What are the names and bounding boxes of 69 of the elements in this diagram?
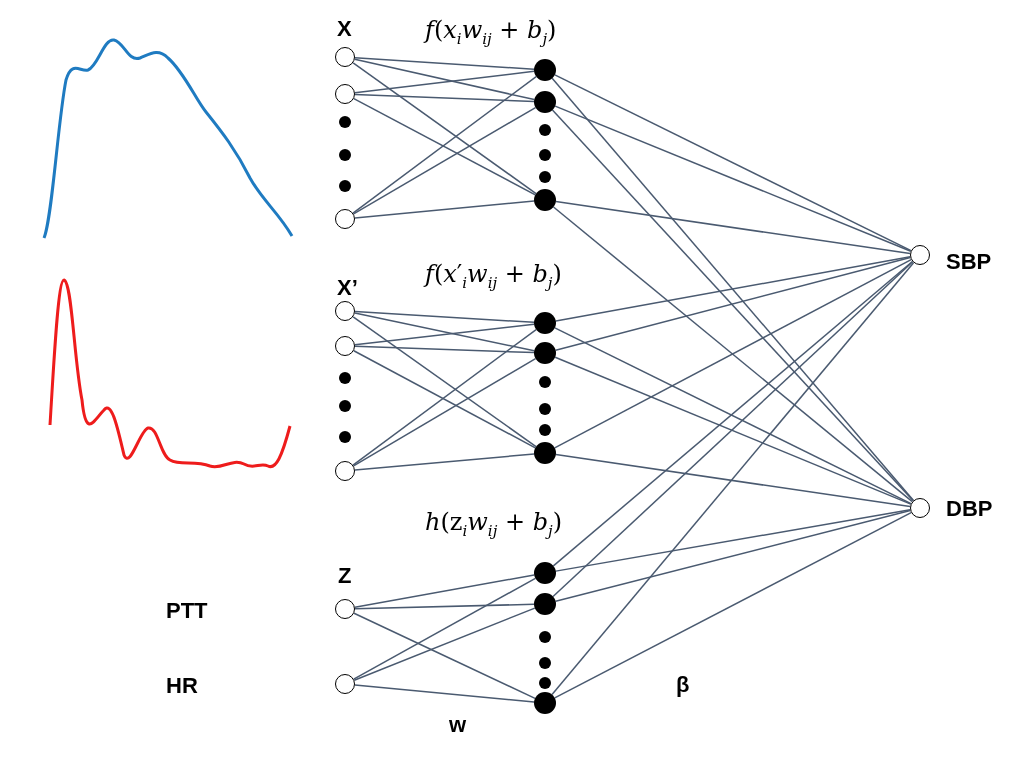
connection-line: [354, 574, 535, 608]
connection-line: [353, 577, 537, 680]
layer-label: Z: [338, 565, 352, 587]
hidden-neuron: [534, 593, 556, 615]
connection-line: [554, 258, 912, 449]
layer-label: X: [337, 18, 352, 40]
hidden-neuron: [534, 342, 556, 364]
connection-line: [353, 612, 536, 700]
activation-formula: h(z$_{i}$w$_{ij}$ + b$_{j}$): [425, 510, 563, 539]
connection-line: [353, 607, 536, 682]
connection-line: [354, 93, 535, 103]
input-neuron: [335, 209, 355, 229]
input-neuron: [335, 301, 355, 321]
connection-line: [554, 105, 912, 252]
activation-formula: f(x$_{i}$w$_{ij}$ + b$_{j}$): [425, 18, 557, 47]
connection-line: [354, 453, 535, 471]
layer-label: HR: [166, 675, 198, 697]
activation-formula: f(x′$_{i}$w$_{ij}$ + b$_{j}$): [425, 262, 562, 291]
connection-line: [354, 603, 535, 610]
input-neuron: [335, 461, 355, 481]
connection-line: [354, 58, 535, 101]
layer-label: β: [676, 674, 690, 696]
connection-line: [353, 349, 537, 449]
input-neuron: [910, 498, 930, 518]
hidden-neuron: [534, 91, 556, 113]
hidden-neuron: [534, 312, 556, 334]
hidden-neuron: [534, 692, 556, 714]
layer-label: X’: [337, 277, 358, 299]
input-neuron: [335, 336, 355, 356]
connection-line: [551, 261, 915, 696]
connection-line: [354, 200, 535, 219]
connection-line: [555, 256, 911, 322]
connection-line: [555, 453, 911, 508]
input-neuron: [335, 599, 355, 619]
connection-line: [354, 345, 535, 354]
hidden-neuron: [534, 59, 556, 81]
connection-line: [354, 56, 535, 71]
connection-line: [554, 511, 912, 699]
output-label: DBP: [946, 498, 993, 520]
hidden-neuron: [534, 562, 556, 584]
connection-line: [353, 97, 537, 196]
input-neuron: [335, 47, 355, 67]
connection-line: [352, 75, 537, 214]
connection-line: [554, 74, 912, 252]
input-neuron: [910, 245, 930, 265]
connection-line: [352, 316, 537, 448]
connection-line: [554, 256, 912, 351]
connection-line: [555, 200, 911, 255]
connection-line: [554, 509, 912, 602]
connection-line: [354, 684, 535, 703]
connection-line: [352, 62, 537, 195]
connection-line: [354, 323, 535, 346]
connection-line: [354, 310, 535, 324]
output-label: SBP: [946, 251, 992, 273]
connection-line: [352, 328, 537, 466]
layer-label: w: [449, 714, 467, 736]
connection-line: [555, 508, 911, 572]
input-neuron: [335, 674, 355, 694]
hidden-neuron: [534, 442, 556, 464]
connection-line: [352, 357, 537, 467]
layer-label: PTT: [166, 600, 208, 622]
connection-line: [354, 312, 535, 352]
connection-line: [354, 70, 535, 94]
connection-line: [352, 106, 537, 215]
connection-line: [554, 356, 912, 505]
connection-line: [552, 206, 913, 503]
input-neuron: [335, 84, 355, 104]
hidden-neuron: [534, 189, 556, 211]
connection-line: [554, 327, 912, 505]
